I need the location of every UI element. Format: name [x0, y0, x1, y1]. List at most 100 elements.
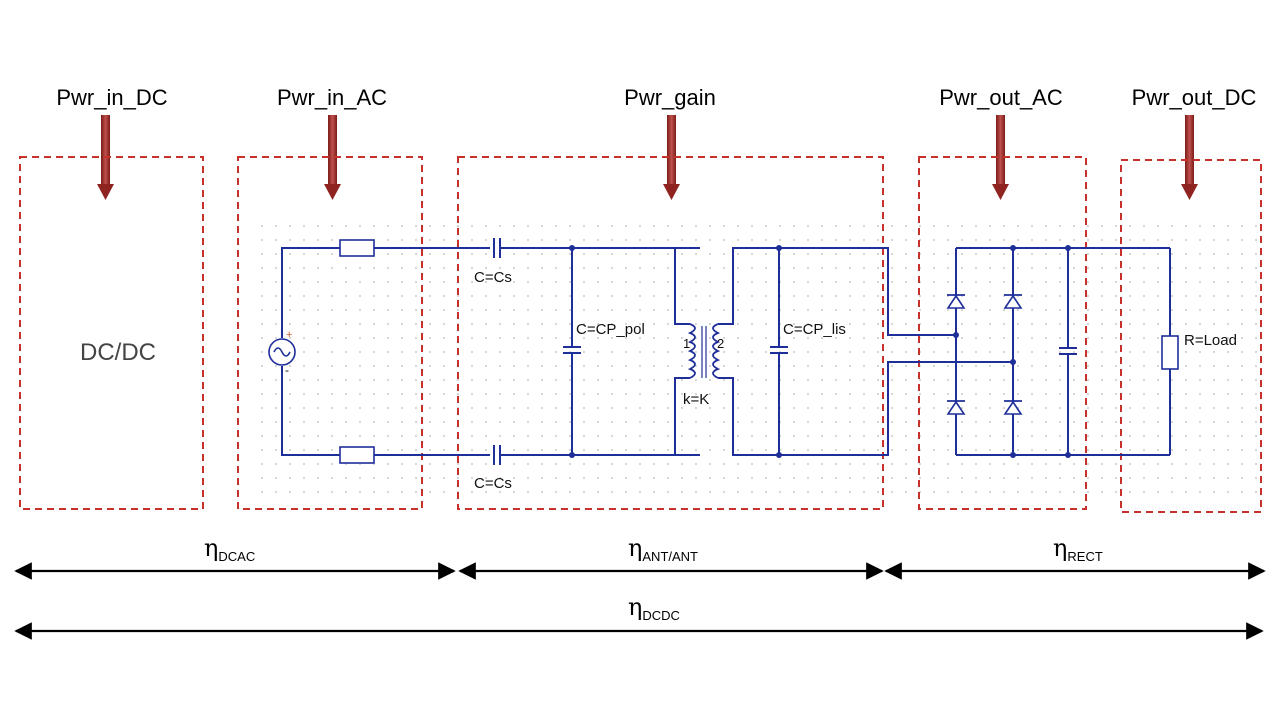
grid-dot — [1059, 351, 1061, 353]
grid-dot — [401, 225, 403, 227]
grid-dot — [933, 351, 935, 353]
grid-dot — [1241, 379, 1243, 381]
grid-dot — [1157, 295, 1159, 297]
grid-dot — [485, 267, 487, 269]
grid-dot — [289, 323, 291, 325]
grid-dot — [261, 379, 263, 381]
grid-dot — [415, 365, 417, 367]
grid-dot — [1185, 421, 1187, 423]
grid-dot — [1199, 239, 1201, 241]
grid-dot — [275, 309, 277, 311]
grid-dot — [639, 477, 641, 479]
grid-dot — [429, 365, 431, 367]
grid-dot — [261, 253, 263, 255]
grid-dot — [583, 309, 585, 311]
grid-dot — [373, 435, 375, 437]
grid-dot — [597, 421, 599, 423]
grid-dot — [1003, 379, 1005, 381]
grid-dot — [835, 225, 837, 227]
grid-dot — [555, 365, 557, 367]
grid-dot — [415, 379, 417, 381]
grid-dot — [541, 253, 543, 255]
grid-dot — [1213, 295, 1215, 297]
grid-dot — [387, 309, 389, 311]
grid-dot — [345, 309, 347, 311]
grid-dot — [1045, 239, 1047, 241]
grid-dot — [611, 267, 613, 269]
grid-dot — [1241, 239, 1243, 241]
grid-dot — [1171, 253, 1173, 255]
grid-dot — [555, 463, 557, 465]
grid-dot — [1255, 407, 1257, 409]
grid-dot — [667, 309, 669, 311]
grid-dot — [1115, 421, 1117, 423]
grid-dot — [499, 281, 501, 283]
grid-dot — [793, 449, 795, 451]
grid-dot — [555, 337, 557, 339]
grid-dot — [751, 225, 753, 227]
grid-dot — [1045, 253, 1047, 255]
grid-dot — [751, 477, 753, 479]
grid-dot — [597, 491, 599, 493]
grid-dot — [863, 351, 865, 353]
grid-dot — [1185, 365, 1187, 367]
grid-dot — [975, 407, 977, 409]
grid-dot — [1213, 491, 1215, 493]
grid-dot — [443, 337, 445, 339]
grid-dot — [877, 267, 879, 269]
grid-dot — [905, 267, 907, 269]
grid-dot — [653, 337, 655, 339]
grid-dot — [415, 337, 417, 339]
grid-dot — [989, 239, 991, 241]
grid-dot — [1213, 323, 1215, 325]
grid-dot — [975, 281, 977, 283]
grid-dot — [1255, 463, 1257, 465]
grid-dot — [1059, 379, 1061, 381]
grid-dot — [1003, 463, 1005, 465]
grid-dot — [555, 449, 557, 451]
grid-dot — [947, 463, 949, 465]
grid-dot — [1143, 379, 1145, 381]
grid-dot — [1171, 393, 1173, 395]
grid-dot — [1003, 407, 1005, 409]
grid-dot — [891, 267, 893, 269]
grid-dot — [303, 225, 305, 227]
grid-dot — [877, 225, 879, 227]
source-plus-mark: + — [286, 329, 292, 341]
grid-dot — [401, 463, 403, 465]
grid-dot — [1101, 309, 1103, 311]
grid-dot — [1073, 491, 1075, 493]
grid-dot — [1241, 491, 1243, 493]
grid-dot — [1045, 365, 1047, 367]
grid-dot — [1255, 239, 1257, 241]
grid-dot — [513, 267, 515, 269]
grid-dot — [723, 421, 725, 423]
grid-dot — [821, 435, 823, 437]
grid-dot — [1017, 267, 1019, 269]
grid-dot — [947, 435, 949, 437]
grid-dot — [373, 477, 375, 479]
grid-dot — [1227, 421, 1229, 423]
grid-dot — [835, 435, 837, 437]
grid-dot — [373, 323, 375, 325]
grid-dot — [345, 267, 347, 269]
grid-dot — [947, 239, 949, 241]
grid-dot — [597, 295, 599, 297]
grid-dot — [1227, 407, 1229, 409]
grid-dot — [359, 393, 361, 395]
grid-dot — [1031, 323, 1033, 325]
grid-dot — [989, 337, 991, 339]
grid-dot — [443, 421, 445, 423]
grid-dot — [1129, 225, 1131, 227]
grid-dot — [1171, 407, 1173, 409]
grid-dot — [933, 309, 935, 311]
efficiency-label-ant: ηANT/ANT — [628, 534, 698, 564]
grid-dot — [989, 449, 991, 451]
grid-dot — [289, 281, 291, 283]
grid-dot — [695, 393, 697, 395]
grid-dot — [1045, 295, 1047, 297]
grid-dot — [863, 253, 865, 255]
grid-dot — [947, 365, 949, 367]
grid-dot — [1171, 239, 1173, 241]
grid-dot — [401, 295, 403, 297]
